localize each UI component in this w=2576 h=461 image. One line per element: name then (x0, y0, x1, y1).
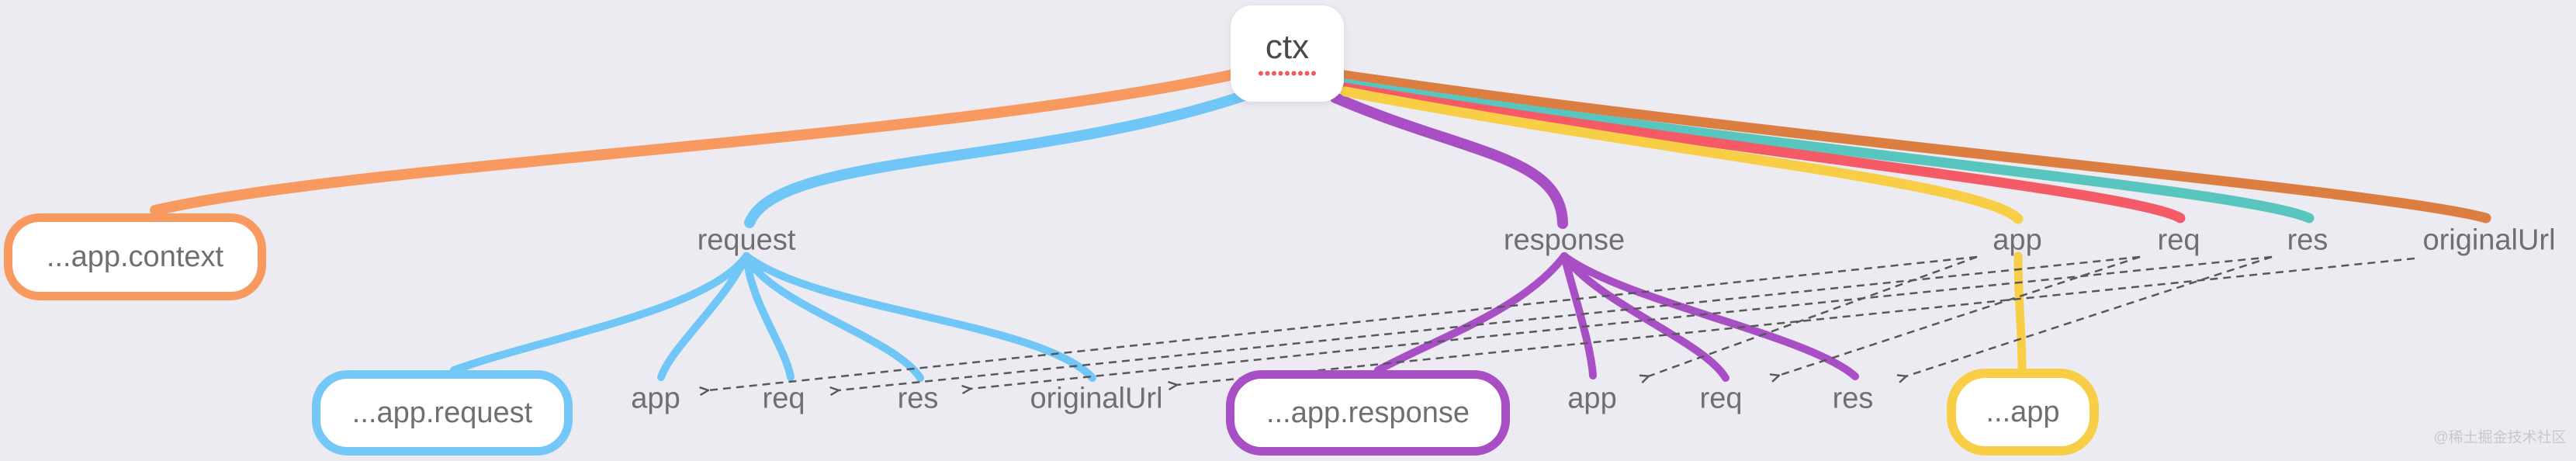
ctx-red-dotted-underline (1258, 70, 1317, 77)
alias-arrow-originalurl-to-request-originalurl (1176, 257, 2415, 385)
node-app-response[interactable]: ...app.response (1226, 370, 1510, 456)
branch-app-request (450, 252, 750, 374)
node-request-res[interactable]: res (897, 382, 939, 415)
branch-request-originalurl (743, 252, 1096, 382)
node-app-request-label: ...app.request (351, 396, 533, 429)
branch-response-app (1560, 252, 1597, 380)
branch-request-res (743, 252, 924, 382)
branch-response-res (1560, 252, 1859, 380)
branch-res (1340, 78, 2315, 224)
node-res[interactable]: res (2287, 224, 2328, 257)
node-req[interactable]: req (2157, 224, 2200, 257)
node-response-req[interactable]: req (1699, 382, 1743, 415)
branch-app-response (1374, 252, 1568, 374)
branch-request-app (657, 252, 750, 381)
branch-req (1340, 82, 2186, 224)
node-request-app[interactable]: app (631, 382, 680, 415)
branch-app-box (2013, 251, 2027, 373)
alias-arrow-req-to-response-req (1778, 255, 2141, 376)
node-app-box-label: ...app (1986, 395, 2060, 428)
node-request-req[interactable]: req (762, 382, 805, 415)
node-response-res[interactable]: res (1832, 382, 1874, 415)
alias-arrow-req-to-request-req (838, 255, 2141, 390)
node-request[interactable]: request (697, 224, 796, 257)
branch-app-context (150, 69, 1239, 216)
node-app-response-label: ...app.response (1266, 396, 1470, 429)
alias-arrow-res-to-response-res (1906, 255, 2273, 376)
node-app[interactable]: app (1993, 224, 2042, 257)
branch-app (1340, 86, 2024, 224)
node-request-originalurl[interactable]: originalUrl (1030, 382, 1163, 415)
branch-response (1330, 92, 1568, 229)
branch-originalurl (1339, 70, 2491, 224)
node-app-context-label: ...app.context (46, 240, 224, 273)
watermark-text: @稀土掘金技术社区 (2433, 429, 2567, 446)
alias-arrow-app-to-response-app (1648, 255, 1978, 376)
node-app-context[interactable]: ...app.context (4, 213, 266, 300)
node-app-request[interactable]: ...app.request (312, 370, 573, 456)
node-response-app[interactable]: app (1567, 382, 1617, 415)
root-label: ctx (1265, 28, 1310, 66)
node-app-box[interactable]: ...app (1947, 369, 2099, 456)
node-originalurl[interactable]: originalUrl (2422, 224, 2556, 257)
node-response[interactable]: response (1503, 224, 1626, 257)
branch-response-req (1560, 252, 1729, 382)
branch-request-req (743, 252, 795, 381)
branch-request (744, 91, 1248, 228)
alias-arrow-app-to-request-app (708, 255, 1978, 390)
root-node-ctx[interactable]: ctx (1231, 5, 1344, 102)
alias-arrow-res-to-request-res (970, 255, 2273, 389)
